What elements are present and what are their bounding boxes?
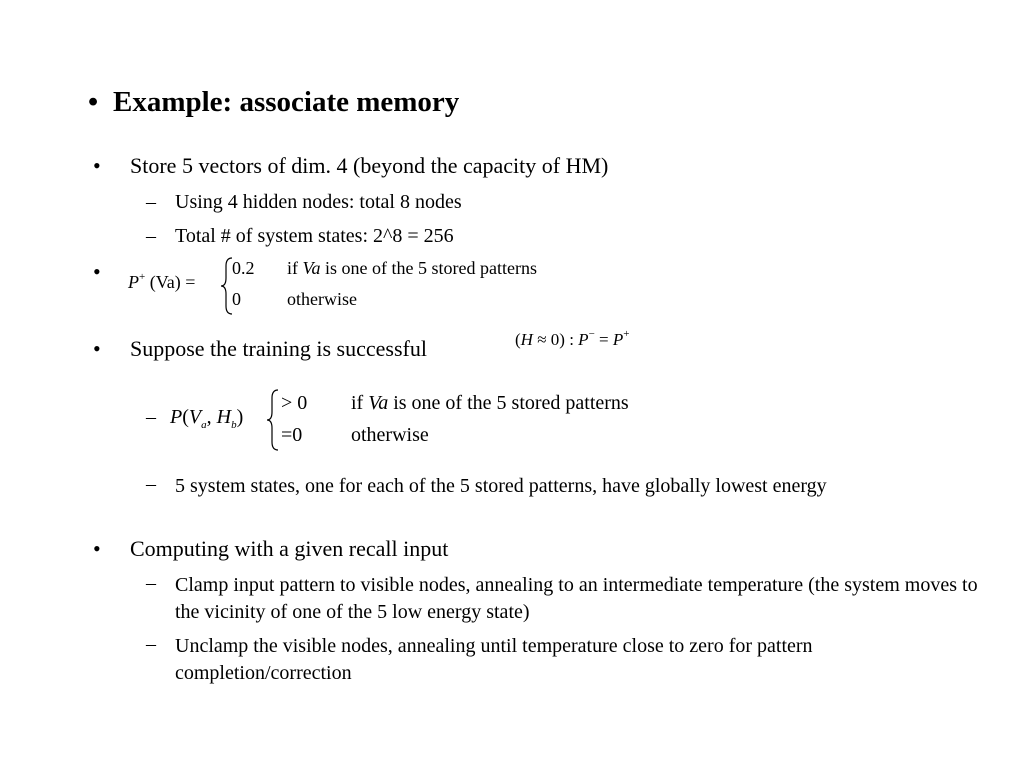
- formula1-p: P: [128, 272, 139, 292]
- bullet-computing: •: [93, 536, 101, 561]
- formula2-case1-val: > 0: [281, 392, 308, 414]
- formula2-case2-cond: otherwise: [351, 424, 429, 447]
- formula1-case1: 0.2: [232, 258, 255, 279]
- suppose-math-sup2: +: [623, 328, 630, 340]
- formula2-case1-text: is one of the 5 stored patterns: [393, 392, 629, 414]
- dash-clamp: –: [146, 572, 156, 594]
- formula1-case1-val: 0.2: [232, 258, 255, 278]
- formula2-comma: ,: [206, 406, 212, 428]
- formula1-case2: 0: [232, 289, 241, 310]
- formula2-lhs: P(Va, Hb): [170, 406, 244, 431]
- formula2-case2: =0: [281, 424, 302, 447]
- suppose-math: (H ≈ 0) : P− = P+: [515, 328, 630, 350]
- formula1-case2-val: 0: [232, 289, 241, 309]
- formula2-brace: [266, 389, 279, 451]
- formula1-case2-text: otherwise: [287, 289, 357, 309]
- formula2-case1-var: Va: [368, 392, 389, 414]
- store-text: Store 5 vectors of dim. 4 (beyond the ca…: [130, 153, 609, 178]
- dash-states: –: [146, 225, 156, 247]
- dash-hidden: –: [146, 191, 156, 213]
- bullet-suppose: •: [93, 336, 101, 361]
- formula2-p: P: [170, 406, 183, 428]
- bullet-formula1: •: [93, 259, 101, 284]
- states-text: Total # of system states: 2^8 = 256: [175, 225, 454, 247]
- suppose-math-p2: P: [612, 330, 624, 349]
- formula1-case1-cond: if Va is one of the 5 stored patterns: [287, 258, 537, 279]
- formula2-open: (: [182, 406, 189, 428]
- dash-unclamp: –: [146, 633, 156, 655]
- formula1-lhs: P+ (Va) =: [128, 271, 196, 293]
- formula2-v: V: [188, 406, 202, 428]
- formula2-h: H: [216, 406, 232, 428]
- formula2-case2-val: =0: [281, 424, 303, 446]
- formula2-sub-b: b: [231, 419, 237, 431]
- suppose-math-p1: P: [578, 330, 589, 349]
- suppose-text: Suppose the training is successful: [130, 336, 427, 361]
- title-bullet: •: [88, 86, 99, 118]
- formula1-case2-cond: otherwise: [287, 289, 357, 310]
- formula1-case1-text: is one of the 5 stored patterns: [325, 258, 537, 278]
- formula1-case1-if: if: [287, 258, 298, 278]
- clamp-text: Clamp input pattern to visible nodes, an…: [175, 574, 978, 623]
- slide-title: Example: associate memory: [113, 86, 460, 118]
- bullet-store: •: [93, 153, 101, 178]
- suppose-math-h: H: [520, 330, 533, 349]
- formula1-case1-var: Va: [302, 258, 321, 278]
- computing-text: Computing with a given recall input: [130, 536, 449, 561]
- formula2-sub-a: a: [201, 419, 207, 431]
- dash-formula2: –: [146, 406, 156, 428]
- suppose-math-open: (: [515, 330, 521, 349]
- unclamp-text: Unclamp the visible nodes, annealing unt…: [175, 635, 813, 684]
- formula2-case1: > 0: [281, 392, 307, 415]
- suppose-math-approx: ≈ 0) :: [537, 330, 574, 349]
- formula2-case2-text: otherwise: [351, 424, 429, 446]
- suppose-math-eq: =: [599, 330, 609, 349]
- suppose-math-sup1: −: [588, 328, 595, 340]
- lowest-text: 5 system states, one for each of the 5 s…: [175, 475, 827, 497]
- formula1-sup: +: [139, 271, 146, 283]
- dash-lowest: –: [146, 473, 156, 495]
- formula2-case1-cond: if Va is one of the 5 stored patterns: [351, 392, 629, 415]
- formula1-brace: [220, 257, 233, 315]
- formula2-close: ): [236, 406, 244, 428]
- formula2-case1-if: if: [351, 392, 364, 414]
- hidden-text: Using 4 hidden nodes: total 8 nodes: [175, 191, 462, 213]
- formula1-arg: (Va) =: [149, 272, 196, 292]
